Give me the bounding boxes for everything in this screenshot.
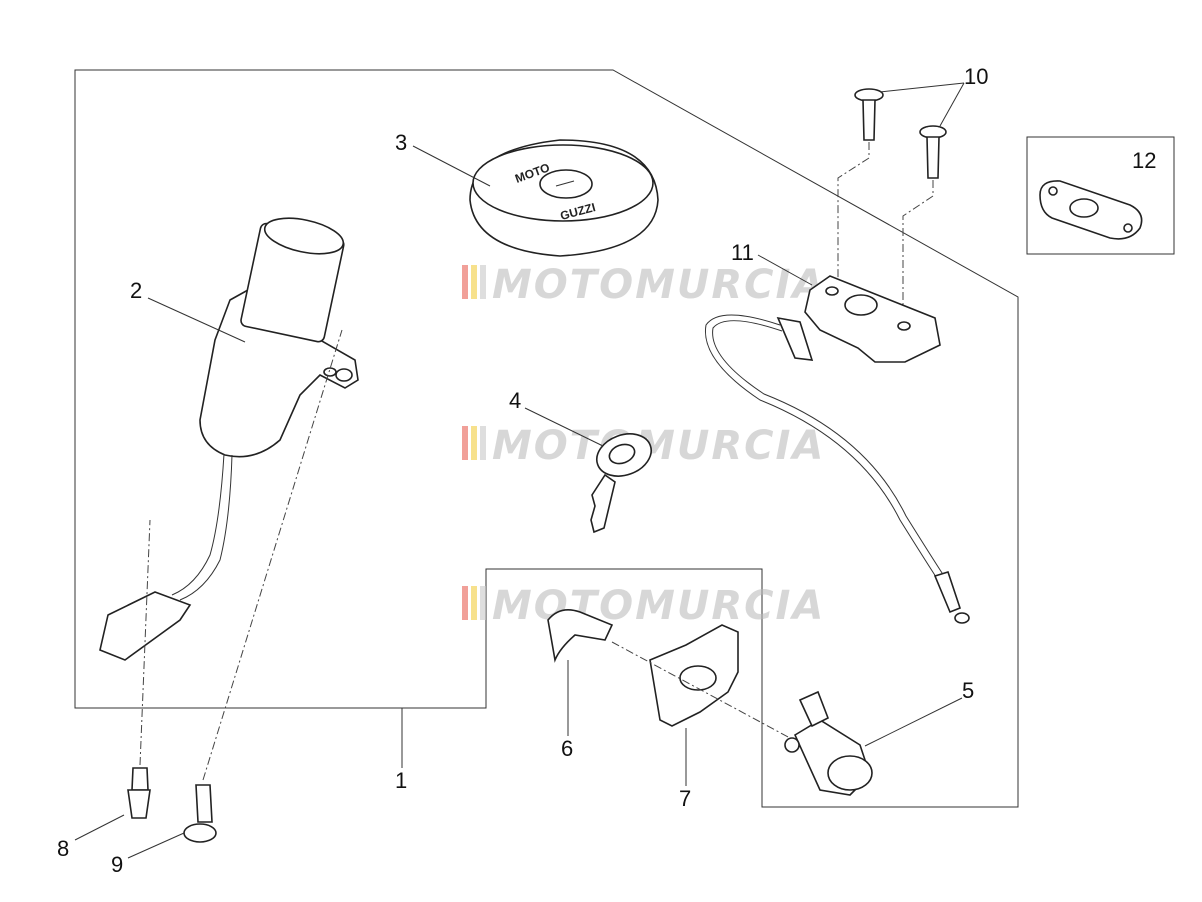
group-outline-main <box>74 69 1019 808</box>
watermark-stripe-yellow <box>471 265 477 299</box>
watermark-stripe-gray <box>480 265 486 299</box>
part-6-bracket <box>547 609 614 663</box>
watermark-stripe-gray <box>480 426 486 460</box>
part-4-key <box>590 433 652 534</box>
callout-9: 9 <box>111 852 123 877</box>
watermark-stripe-red <box>462 265 468 299</box>
part-12-box <box>1026 136 1175 255</box>
watermark-stripe-yellow <box>471 586 477 620</box>
callout-12: 12 <box>1132 148 1156 173</box>
part-11-seat-lock <box>704 275 970 624</box>
watermark-stripe-red <box>462 426 468 460</box>
watermark-stripe-gray <box>480 586 486 620</box>
leader-lines <box>74 82 965 859</box>
callout-1: 1 <box>395 768 407 793</box>
watermark-stripe-red <box>462 586 468 620</box>
callout-7: 7 <box>679 786 691 811</box>
watermark-text: MOTOMURCIA <box>492 423 825 469</box>
part-3-fuel-cap: MOTO GUZZI <box>469 139 659 257</box>
watermark-1: MOTOMURCIA <box>462 262 825 308</box>
watermark-2: MOTOMURCIA <box>462 423 825 469</box>
watermark-text: MOTOMURCIA <box>492 262 825 308</box>
watermark-stripe-yellow <box>471 426 477 460</box>
axis-8 <box>139 519 151 766</box>
part-12-gasket <box>1039 180 1143 240</box>
callout-4: 4 <box>509 388 521 413</box>
part-9-bolt <box>183 784 217 843</box>
callout-6: 6 <box>561 736 573 761</box>
callout-8: 8 <box>57 836 69 861</box>
part-8-screw <box>127 767 151 819</box>
callout-3: 3 <box>395 130 407 155</box>
part-7-bracket <box>649 624 739 727</box>
watermark-text: MOTOMURCIA <box>492 583 825 629</box>
part-10-screws <box>837 88 947 320</box>
axis-9 <box>202 329 343 781</box>
callout-5: 5 <box>962 678 974 703</box>
watermark-3: MOTOMURCIA <box>462 583 825 629</box>
part-5-lock-cylinder <box>784 690 873 796</box>
axis-lock <box>611 641 791 739</box>
callout-2: 2 <box>130 278 142 303</box>
part-2-ignition-switch <box>99 217 359 661</box>
callout-10: 10 <box>964 64 988 89</box>
callout-11: 11 <box>731 240 754 265</box>
